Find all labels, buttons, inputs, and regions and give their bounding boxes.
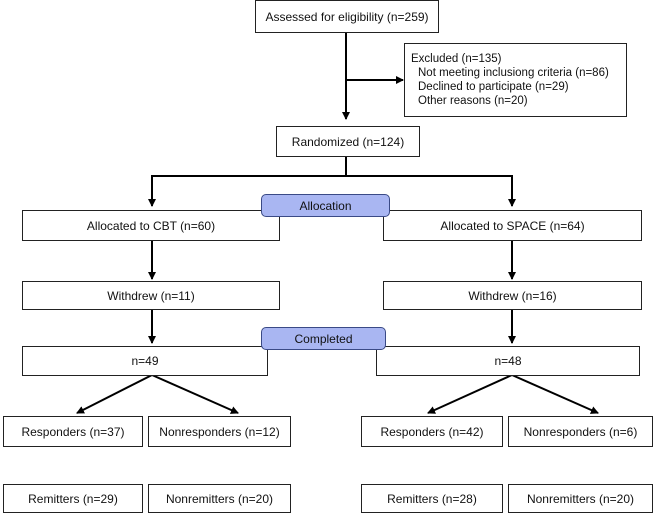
assessed-box: Assessed for eligibility (n=259) (255, 0, 439, 33)
space-to-responders-arrow (427, 374, 513, 414)
cbt-nonresponders-text: Nonresponders (n=12) (159, 424, 280, 439)
cbt-remitters-box: Remitters (n=29) (3, 484, 143, 513)
space-allocated-text: Allocated to SPACE (n=64) (440, 218, 585, 233)
cbt-nonremitters-box: Nonremitters (n=20) (148, 484, 291, 513)
space-nonresponders-text: Nonresponders (n=6) (523, 424, 638, 439)
randomized-box: Randomized (n=124) (276, 126, 420, 157)
cbt-allocated-text: Allocated to CBT (n=60) (86, 218, 216, 233)
cbt-completed-box: n=49 (22, 346, 268, 376)
allocation-stage-label: Allocation (261, 194, 390, 217)
space-to-nonresponders-arrow (511, 374, 599, 414)
space-nonremitters-text: Nonremitters (n=20) (526, 491, 635, 506)
cbt-responders-box: Responders (n=37) (3, 416, 143, 447)
space-withdrew-box: Withdrew (n=16) (383, 281, 642, 310)
space-nonresponders-box: Nonresponders (n=6) (508, 416, 653, 447)
space-remitters-text: Remitters (n=28) (387, 491, 477, 506)
excluded-reason: Other reasons (n=20) (418, 95, 528, 107)
assessed-text: Assessed for eligibility (n=259) (265, 9, 429, 24)
excluded-reason: Not meeting inclusiong criteria (n=86) (418, 67, 609, 79)
cbt-remitters-text: Remitters (n=29) (28, 491, 118, 506)
randomized-text: Randomized (n=124) (291, 134, 405, 149)
cbt-to-nonresponders-arrow (151, 374, 239, 414)
completed-stage-text: Completed (294, 331, 353, 346)
excluded-box: Excluded (n=135) Not meeting inclusiong … (404, 43, 627, 117)
excluded-title: Excluded (n=135) (411, 53, 502, 65)
cbt-completed-text: n=49 (131, 354, 159, 368)
cbt-to-responders-arrow (76, 374, 153, 414)
cbt-withdrew-text: Withdrew (n=11) (107, 288, 195, 303)
space-nonremitters-box: Nonremitters (n=20) (508, 484, 653, 513)
cbt-nonremitters-text: Nonremitters (n=20) (165, 491, 274, 506)
space-remitters-box: Remitters (n=28) (361, 484, 503, 513)
cbt-withdrew-box: Withdrew (n=11) (22, 281, 280, 310)
cbt-responders-text: Responders (n=37) (21, 424, 125, 439)
space-allocated-box: Allocated to SPACE (n=64) (383, 210, 642, 241)
space-completed-text: n=48 (494, 354, 522, 368)
excluded-reason: Declined to participate (n=29) (418, 81, 569, 93)
space-responders-box: Responders (n=42) (361, 416, 503, 447)
space-completed-box: n=48 (376, 346, 640, 376)
completed-stage-label: Completed (261, 327, 386, 350)
allocation-stage-text: Allocation (299, 198, 352, 213)
space-withdrew-text: Withdrew (n=16) (468, 288, 557, 303)
space-responders-text: Responders (n=42) (380, 424, 484, 439)
cbt-allocated-box: Allocated to CBT (n=60) (22, 210, 280, 241)
cbt-nonresponders-box: Nonresponders (n=12) (148, 416, 291, 447)
